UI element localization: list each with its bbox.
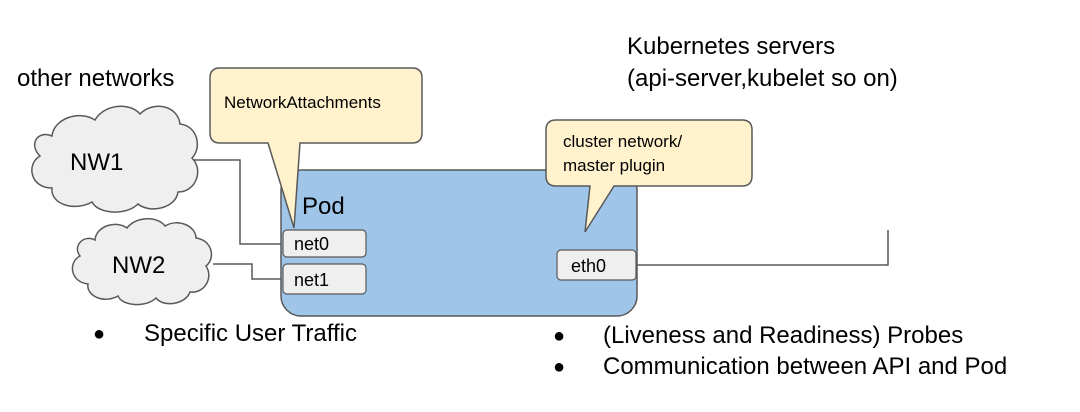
- nw2-cloud-shape: [71, 218, 213, 306]
- nw2-label: NW2: [112, 252, 165, 279]
- nw1-label: NW1: [70, 149, 123, 176]
- eth0-box: [556, 249, 637, 281]
- bullet-item-user-traffic: Specific User Traffic: [144, 320, 357, 347]
- bullet-item-api-pod-communication: Communication between API and Pod: [603, 353, 1007, 380]
- bullet-dot: ●: [93, 323, 105, 345]
- bullet-dot: ●: [553, 325, 565, 347]
- net0-label: net0: [294, 234, 329, 254]
- nw1-cloud-shape: [31, 105, 199, 213]
- net0-box: [282, 229, 367, 258]
- nw2-to-net1-line: [213, 263, 283, 280]
- net1-label: net1: [294, 270, 329, 290]
- cluster-network-label-line1: cluster network/: [563, 132, 682, 151]
- nw1-to-net0-line: [193, 159, 283, 245]
- cluster-network-callout-shape: [545, 119, 753, 233]
- bullet-item-probes: (Liveness and Readiness) Probes: [603, 322, 963, 349]
- pod-label: Pod: [302, 193, 345, 220]
- pod-box: [280, 169, 638, 317]
- other-networks-heading: other networks: [17, 65, 174, 92]
- kubernetes-servers-heading-line1: Kubernetes servers: [627, 33, 835, 60]
- eth0-to-k8s-line: [636, 230, 889, 266]
- kubernetes-servers-heading-line2: (api-server,kubelet so on): [627, 65, 898, 92]
- net1-box: [282, 263, 367, 295]
- network-attachments-callout-shape: [209, 67, 423, 229]
- bullet-dot: ●: [553, 356, 565, 378]
- network-attachments-label: NetworkAttachments: [224, 93, 381, 112]
- eth0-label: eth0: [571, 256, 606, 276]
- cluster-network-label-line2: master plugin: [563, 156, 665, 175]
